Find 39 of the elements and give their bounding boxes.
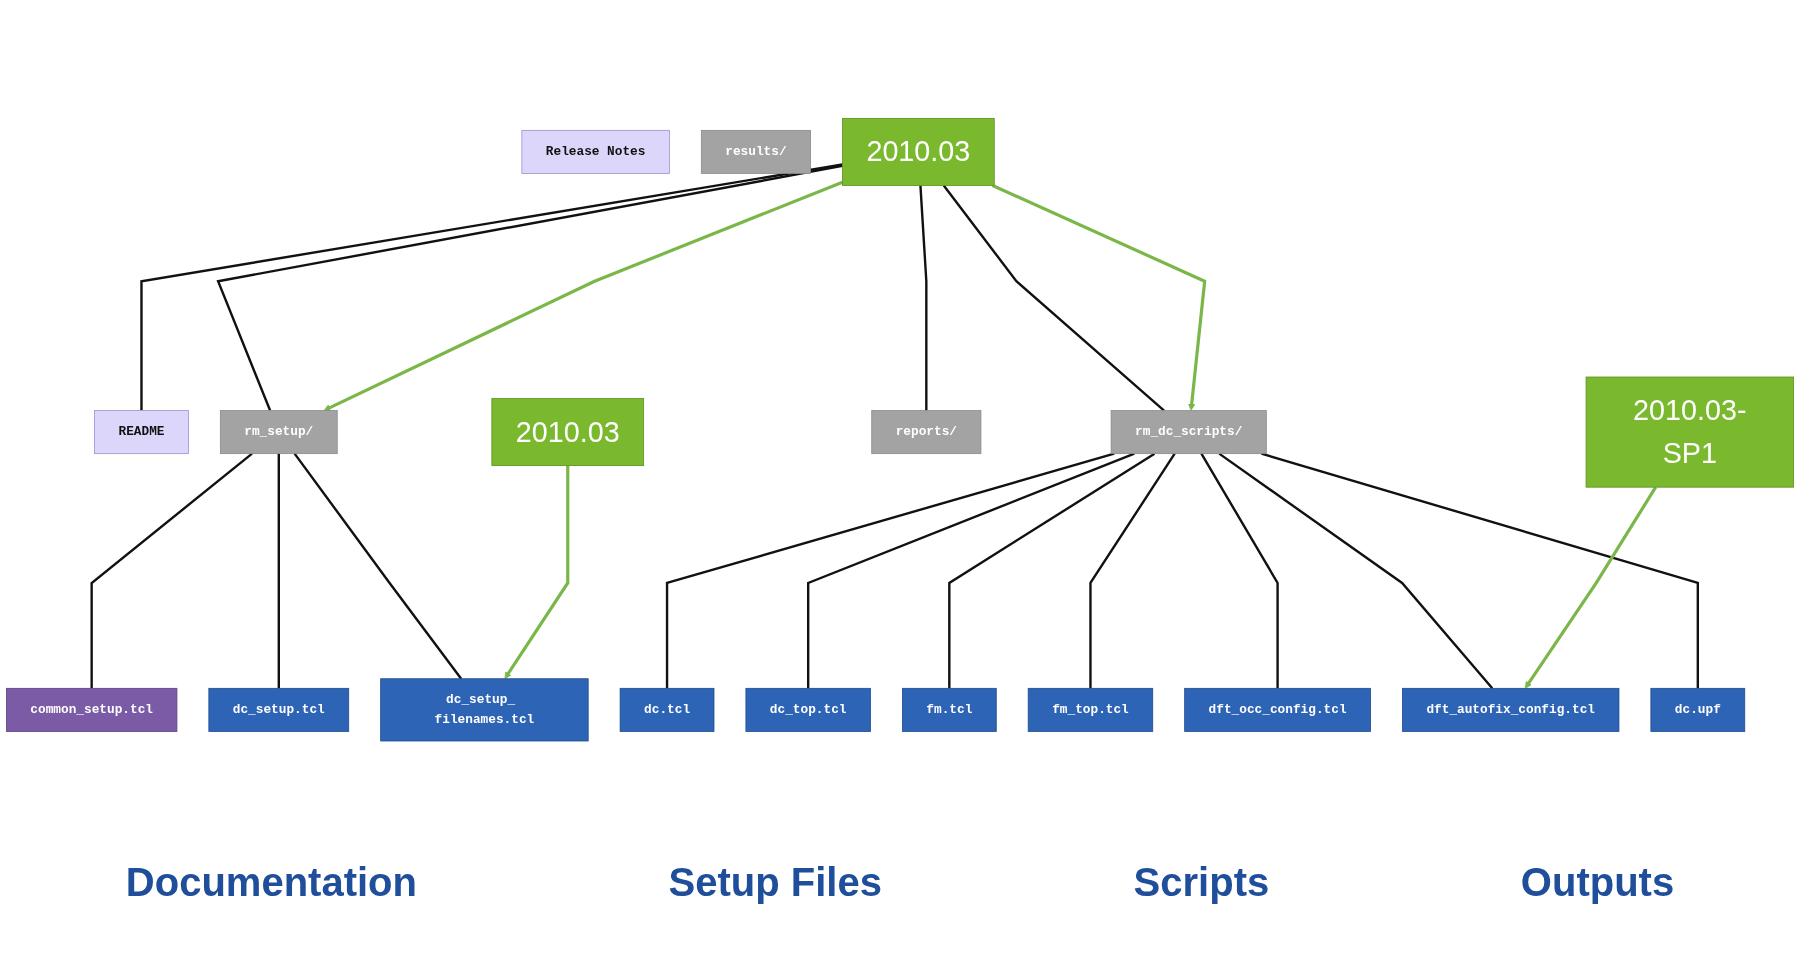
node-box: Release Notes: [521, 130, 670, 175]
connector: [1218, 452, 1494, 690]
column-heading: Outputs: [1520, 860, 1675, 905]
node-box: fm_top.tcl: [1027, 688, 1154, 733]
connector: [293, 453, 463, 680]
arrow: [504, 465, 570, 680]
node-box: dc.upf: [1650, 688, 1746, 733]
connector: [1261, 452, 1699, 689]
arrow: [991, 184, 1207, 412]
node-box: dft_autofix_config.tcl: [1402, 688, 1620, 733]
connector: [919, 185, 928, 411]
node-box: 2010.03-SP1: [1585, 376, 1794, 488]
connector: [277, 453, 280, 689]
node-box: fm.tcl: [902, 688, 997, 733]
node-box: common_setup.tcl: [6, 688, 178, 733]
connector: [942, 185, 1165, 412]
connector: [948, 452, 1156, 689]
connector: [1200, 453, 1279, 689]
node-box: 2010.03: [842, 118, 995, 187]
node-box: dc_setup_ filenames.tcl: [380, 678, 589, 742]
node-box: README: [94, 410, 189, 455]
column-heading: Setup Files: [668, 860, 882, 905]
column-heading: Documentation: [125, 860, 417, 905]
node-box: dft_occ_config.tcl: [1184, 688, 1371, 733]
connector: [807, 452, 1135, 689]
connector: [1089, 453, 1176, 689]
connector: [90, 453, 253, 689]
node-box: dc_top.tcl: [745, 688, 871, 733]
connector: [665, 452, 1115, 689]
column-heading: Scripts: [1133, 860, 1270, 905]
arrow: [1524, 486, 1658, 689]
arrow: [323, 181, 844, 412]
node-box: 2010.03: [491, 398, 645, 467]
node-box: rm_setup/: [219, 410, 338, 455]
node-box: reports/: [871, 410, 982, 455]
node-box: dc.tcl: [619, 688, 715, 733]
node-box: results/: [700, 130, 811, 175]
node-box: dc_setup.tcl: [208, 688, 350, 733]
node-box: rm_dc_scripts/: [1110, 410, 1267, 455]
